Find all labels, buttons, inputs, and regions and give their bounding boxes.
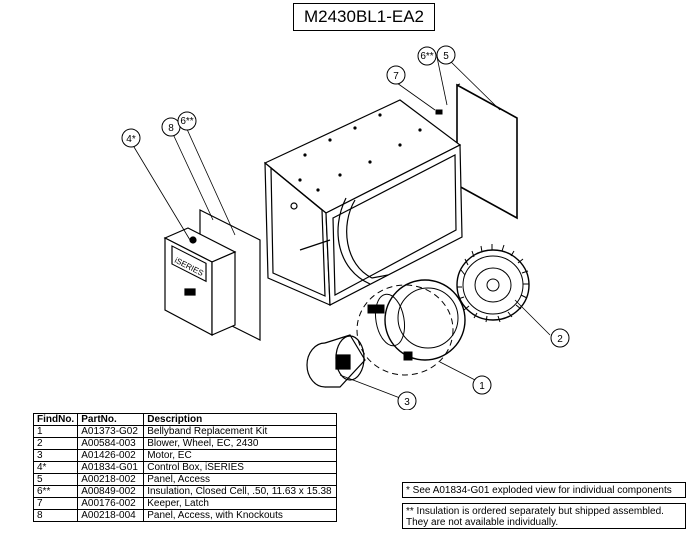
header-findno: FindNo.	[32, 413, 79, 426]
description: Insulation, Closed Cell, .50, 11.63 x 15…	[143, 485, 338, 498]
blower-wheel-2	[456, 244, 530, 323]
part-no: A00584-003	[77, 437, 145, 450]
find-no: 3	[32, 449, 79, 462]
svg-text:1: 1	[479, 381, 485, 392]
balloon-6-left: 6**	[177, 111, 197, 131]
svg-text:5: 5	[443, 51, 449, 62]
control-box-4	[163, 209, 261, 341]
balloon-1: 1	[472, 375, 492, 395]
svg-text:2: 2	[557, 334, 563, 345]
motor-3	[306, 334, 366, 388]
find-no: 5	[32, 473, 79, 486]
svg-text:8: 8	[168, 123, 174, 134]
control-box-note: * See A01834-G01 exploded view for indiv…	[402, 482, 686, 498]
description: Bellyband Replacement Kit	[143, 425, 338, 438]
svg-text:6**: 6**	[420, 51, 433, 62]
balloon-8: 8	[161, 117, 181, 137]
motor-mount-1	[356, 279, 466, 376]
svg-text:3: 3	[404, 397, 410, 408]
svg-text:6**: 6**	[180, 116, 193, 127]
latch-keeper-7	[435, 109, 443, 115]
parts-table-header: FindNo. PartNo. Description	[32, 413, 338, 426]
header-partno: PartNo.	[77, 413, 145, 426]
part-no: A00176-002	[77, 497, 145, 510]
find-no: 8	[32, 509, 79, 522]
leader-lines	[133, 56, 551, 399]
part-no: A00849-002	[77, 485, 145, 498]
drawing-title: M2430BL1-EA2	[293, 3, 435, 31]
balloon-2: 2	[550, 328, 570, 348]
description: Panel, Access	[143, 473, 338, 486]
part-no: A00218-002	[77, 473, 145, 486]
balloon-3: 3	[397, 391, 417, 410]
balloon-5: 5	[436, 45, 456, 65]
svg-text:4*: 4*	[126, 134, 136, 145]
cabinet-housing	[263, 99, 463, 306]
balloon-6-right: 6**	[417, 46, 437, 66]
description: Panel, Access, with Knockouts	[143, 509, 338, 522]
insulation-note: ** Insulation is ordered separately but …	[402, 503, 686, 529]
part-no: A01373-G02	[77, 425, 145, 438]
description: Blower, Wheel, EC, 2430	[143, 437, 338, 450]
description: Keeper, Latch	[143, 497, 338, 510]
exploded-diagram: iSERIES 5	[121, 45, 570, 410]
svg-text:7: 7	[393, 71, 399, 82]
find-no: 1	[32, 425, 79, 438]
find-no: 7	[32, 497, 79, 510]
part-no: A01834-G01	[77, 461, 145, 474]
part-no: A01426-002	[77, 449, 145, 462]
description: Motor, EC	[143, 449, 338, 462]
part-no: A00218-004	[77, 509, 145, 522]
access-panel-5	[456, 83, 518, 220]
header-description: Description	[143, 413, 338, 426]
balloon-7: 7	[386, 65, 406, 85]
balloon-4: 4*	[121, 128, 141, 148]
find-no: 6**	[32, 485, 79, 498]
description: Control Box, iSERIES	[143, 461, 338, 474]
find-no: 2	[32, 437, 79, 450]
find-no: 4*	[32, 461, 79, 474]
